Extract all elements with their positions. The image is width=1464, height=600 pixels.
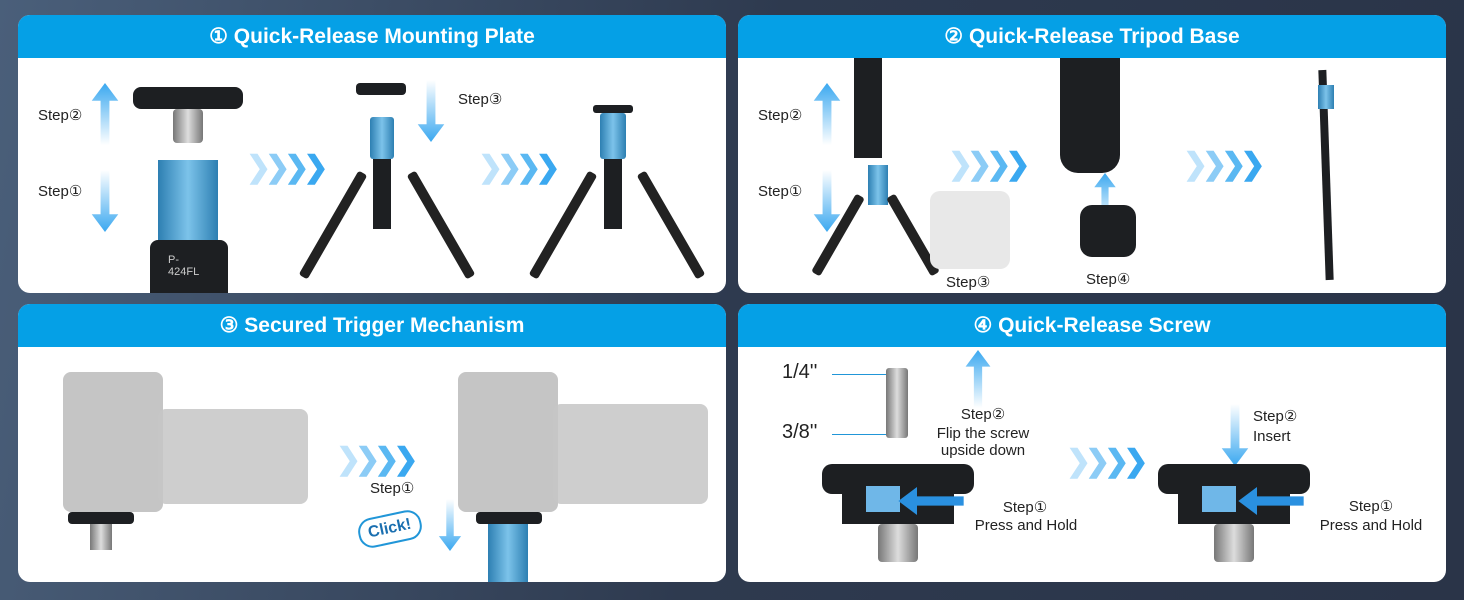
plate-image [356,83,406,95]
step-instruction: Press and Hold [1319,517,1423,534]
arrow-up-icon [90,83,120,145]
thread-size-label: 3/8'' [782,421,818,443]
tripod-base-image [868,165,888,205]
step-label: Step① [758,183,803,200]
base-image [488,524,528,582]
step-label: Step② [960,406,1006,423]
plate-spigot [173,109,203,143]
camera-image [458,372,558,512]
chevrons-icon: ❯❯❯❯ [336,443,419,476]
step-label: Step② [758,107,803,124]
step-label: Step③ [946,274,991,291]
monopod-leg-image [854,58,882,158]
mounting-plate-image [133,87,243,109]
panel-title: ④ Quick-Release Screw [738,304,1446,347]
panel-quick-release-screw: ④ Quick-Release Screw 1/4'' 3/8'' Step② … [738,304,1446,582]
detail-inset-image [930,191,1010,269]
step-label: Step② [38,107,83,124]
assembled-tripod-image [593,105,633,113]
chevrons-icon: ❯❯❯❯ [1183,148,1266,181]
panel-title: ① Quick-Release Mounting Plate [18,15,726,58]
camera-image [63,372,163,512]
panel-trigger-mechanism: ③ Secured Trigger Mechanism ❯❯❯❯ Step① C… [18,304,726,582]
screw-image [886,368,908,438]
step-label: Step① [38,183,83,200]
step-instruction: Insert [1253,428,1291,445]
base-twist-image [1080,205,1136,257]
step-label: Step① [1002,499,1048,516]
arrow-down-icon [1220,404,1250,466]
thread-size-label: 1/4'' [782,361,818,383]
arrow-left-icon [1236,487,1306,515]
step-label: Step③ [458,91,503,108]
plate-image [68,512,134,524]
monopod-bottom-image [1060,58,1120,173]
base-image [370,117,394,159]
panel-title: ③ Secured Trigger Mechanism [18,304,726,347]
chevrons-icon: ❯❯❯❯ [1066,445,1149,478]
model-label: P-424FL [150,240,228,293]
panel-mounting-plate: ① Quick-Release Mounting Plate Step② Ste… [18,15,726,293]
lens-image [158,409,308,504]
chevrons-icon: ❯❯❯❯ [948,148,1031,181]
arrow-down-icon [812,170,842,232]
step-instruction: Press and Hold [974,517,1078,534]
click-badge: Click! [355,507,425,551]
arrow-up-icon [962,350,994,408]
panel-tripod-base: ② Quick-Release Tripod Base Step② Step① … [738,15,1446,293]
step-instruction: Flip the screw upside down [936,425,1030,459]
arrow-up-icon [812,83,842,145]
chevrons-icon: ❯❯❯❯ [478,151,561,184]
step-label: Step① [370,480,415,497]
lens-image [553,404,708,504]
panel-title: ② Quick-Release Tripod Base [738,15,1446,58]
mini-tripod-image [373,159,391,229]
arrow-left-icon [896,487,966,515]
arrow-down-icon [416,80,446,142]
step-label: Step② [1253,408,1298,425]
chevrons-icon: ❯❯❯❯ [246,151,329,184]
step-label: Step① [1348,498,1394,515]
step-label: Step④ [1086,271,1131,288]
tripod-column-image [158,160,218,240]
arrow-down-icon [90,170,120,232]
